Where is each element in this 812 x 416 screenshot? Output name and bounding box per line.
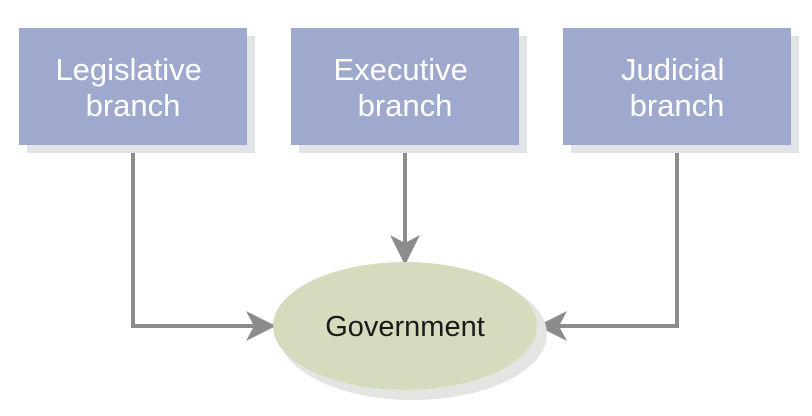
branch-box-body: [19, 28, 247, 145]
branch-label-line2: branch: [630, 88, 725, 123]
branch-box-body: [563, 28, 791, 145]
branch-label-line1: Judicial: [621, 52, 724, 87]
svg-text:Judicial branch: Judicial branch: [621, 52, 733, 123]
branch-label-line2: branch: [358, 88, 453, 123]
branch-box-judicial: Judicial branch: [563, 28, 799, 153]
connector-arrows: [131, 145, 679, 341]
government-label: Government: [325, 311, 485, 343]
branch-box-legislative: Legislative branch: [19, 28, 255, 153]
branch-box-executive: Executive branch: [291, 28, 527, 153]
branch-label-line2: branch: [86, 88, 181, 123]
svg-text:Legislative branch: Legislative branch: [55, 52, 210, 123]
branch-label-line1: Legislative: [55, 52, 201, 87]
government-ellipse: [273, 262, 537, 390]
svg-text:Executive branch: Executive branch: [333, 52, 476, 123]
branch-box-body: [291, 28, 519, 145]
judicial-to-government-arrow: [537, 145, 679, 341]
government-node: Government: [273, 262, 547, 400]
legislative-to-government-arrow: [131, 145, 276, 341]
branch-label-line1: Executive: [333, 52, 467, 87]
